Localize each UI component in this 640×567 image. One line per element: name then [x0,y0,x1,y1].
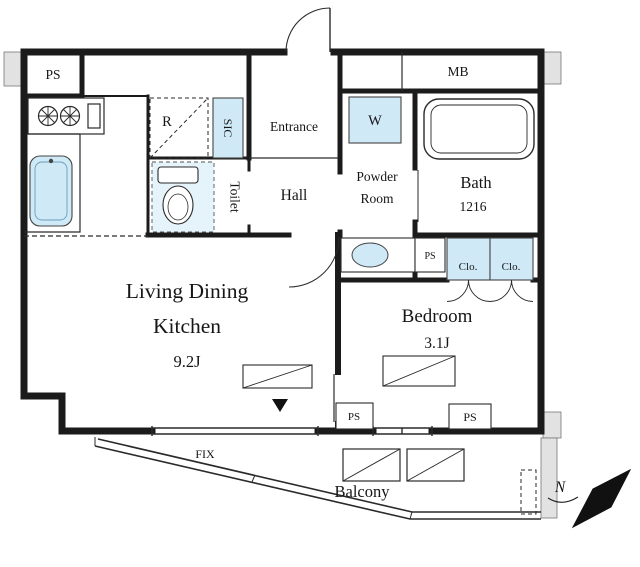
toilet-room: Toilet [151,161,243,233]
powder-room-label-1: Powder [356,169,398,184]
entrance-door-arc [285,7,331,53]
closet-right-label: Clo. [502,261,521,273]
balcony-ac-unit-diagonal [342,448,401,482]
closet-left-label: Clo. [459,261,478,273]
toilet-tank [157,166,199,184]
party-wall-stub [542,51,562,85]
balcony-railing-inner [97,438,541,513]
windows [151,426,433,436]
ldk-label-1: Living Dining [126,279,249,303]
ps-shaft-bath-label: PS [424,251,435,262]
ldk-size-label: 9.2J [173,352,201,371]
fix-window [151,426,319,436]
north-compass: N [547,468,632,529]
closet-left-box [446,237,491,281]
ps-shaft-label: PS [348,411,360,423]
balcony-ac-unit-diagonal [406,448,465,482]
washing-machine [348,96,402,144]
hall-label: Hall [281,187,308,204]
entrance-door [285,7,331,53]
faucet-icon [48,158,54,164]
closet-right-box [489,237,534,281]
toilet-bowl-inner [167,193,189,221]
diagonal-box-line [242,364,313,389]
powder-room: W Powder Room [340,96,416,273]
refrigerator-dashed-box [149,97,209,159]
stove-grill [87,103,101,129]
ps-shaft-label: PS [463,410,476,424]
ps-shaft-box [335,402,374,430]
stove-burner-spokes [60,106,80,126]
ps-shaft-bath-box [414,237,446,273]
balcony-drain-box [520,469,537,515]
party-wall-stub [540,437,558,519]
diagonal-box-line [382,355,456,387]
stove-burner-spokes [38,106,58,126]
meter-box: MB [401,52,469,91]
ldk-label-2: Kitchen [153,314,221,338]
bedroom-label: Bedroom [402,306,473,327]
entrance-label: Entrance [270,119,318,134]
compass-curve [547,496,579,503]
outer-wall-left [20,48,288,435]
view-direction-marker [272,399,288,412]
bath-size-label: 1216 [460,199,487,214]
north-label: N [554,479,567,496]
ps-top-left-label: PS [45,67,60,82]
bathtub-inner [430,104,528,154]
washing-machine-label: W [368,113,382,129]
shoe-closet-label: SIC [221,119,235,138]
counter-edge [24,133,81,233]
bedroom-size-label: 3.1J [424,335,449,352]
compass-needle-icon [571,468,632,529]
bedroom-window [372,426,433,436]
toilet-label: Toilet [228,181,243,213]
closet-door-arcs [446,279,534,302]
shoe-closet-box [212,97,244,159]
powder-room-label-2: Room [360,191,394,206]
bedroom-furniture [382,355,456,387]
balcony-label: Balcony [335,482,391,501]
kitchen [24,97,148,237]
ps-shaft-bottom-center: PS [335,402,374,430]
meter-box-label: MB [447,64,468,79]
ps-shaft-box [448,403,492,430]
ldk-furniture [242,364,313,389]
outer-wall-right [330,48,545,435]
shoe-closet: SIC [212,97,244,159]
bath-label: Bath [460,173,492,192]
vanity-sink [351,242,389,268]
refrigerator-label: R [162,114,172,130]
ps-shaft-bottom-right: PS [448,403,492,430]
bathroom: Bath 1216 [417,98,535,222]
ps-shaft-bath: PS [414,237,446,273]
balcony [94,437,541,520]
refrigerator-space: R [149,97,209,159]
bathtub-outer [423,98,535,160]
balcony-railing-ticks [94,437,413,520]
party-wall-stub [542,411,562,439]
closets: Clo. Clo. [446,237,534,302]
hall-door-arc [288,236,340,288]
kitchen-sink [29,155,73,227]
fix-window-label: FIX [195,447,215,461]
toilet-bowl [162,185,194,225]
